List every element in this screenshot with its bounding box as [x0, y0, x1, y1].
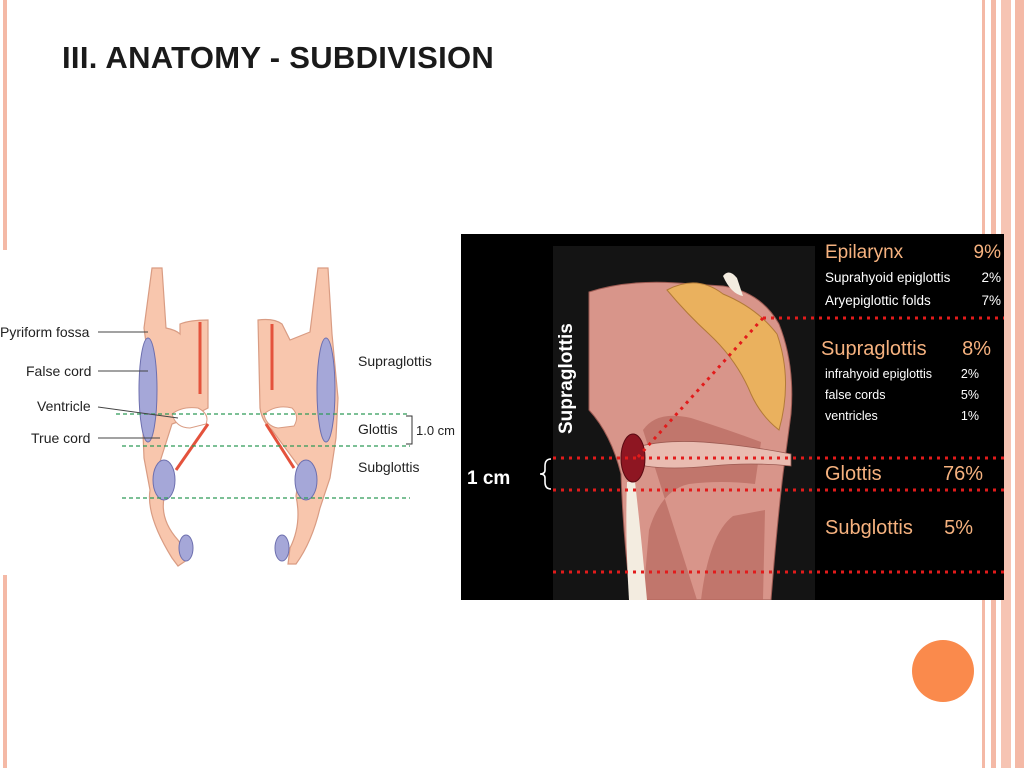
slide-title: III. ANATOMY - SUBDIVISION: [62, 40, 495, 75]
larynx-sagittal-svg: Supraglottis 1 cm Epilarynx 9% Suprahyoi…: [461, 234, 1004, 601]
vertical-supraglottis-label: Supraglottis: [556, 323, 577, 434]
label-ventricle: Ventricle: [37, 398, 91, 414]
larynx-coronal-diagram: Pyriform fossa False cord Ventricle True…: [0, 258, 462, 574]
glottis-name: Glottis: [825, 463, 882, 485]
vocal-fold-shelf: [640, 441, 792, 469]
larynx-sagittal-diagram: Supraglottis 1 cm Epilarynx 9% Suprahyoi…: [461, 234, 1004, 601]
suprahyoid-pct: 2%: [981, 270, 1001, 285]
epilarynx-pct: 9%: [974, 242, 1002, 263]
right-tracheal-ring: [274, 534, 290, 562]
suprahyoid-name: Suprahyoid epiglottis: [825, 270, 951, 285]
subglottis-name: Subglottis: [825, 517, 913, 539]
right-false-cord-cartilage: [316, 337, 336, 443]
label-true-cord: True cord: [31, 430, 90, 446]
aryepiglottic-pct: 7%: [981, 293, 1001, 308]
label-pyriform-fossa: Pyriform fossa: [0, 324, 90, 340]
left-lower-cartilage: [152, 459, 176, 501]
label-subglottis: Subglottis: [358, 459, 419, 475]
glottis-pct: 76%: [943, 463, 983, 485]
supraglottis-name: Supraglottis: [821, 338, 927, 360]
right-ventricle-notch: [263, 406, 298, 429]
ventricles-pct: 1%: [961, 409, 979, 423]
label-measure-1cm: 1.0 cm: [416, 423, 455, 438]
left-false-cord-cartilage: [138, 337, 158, 443]
right-lower-cartilage: [294, 459, 318, 501]
infrahyoid-name: infrahyoid epiglottis: [825, 367, 932, 381]
larynx-coronal-svg: Pyriform fossa False cord Ventricle True…: [0, 267, 455, 567]
left-tracheal-ring: [178, 534, 194, 562]
label-glottis: Glottis: [358, 421, 398, 437]
measure-1cm-label: 1 cm: [467, 468, 510, 489]
epiglottis-tip: [723, 272, 743, 296]
epilarynx-name: Epilarynx: [825, 242, 904, 263]
measure-brace: [539, 458, 552, 490]
aryepiglottic-name: Aryepiglottic folds: [825, 293, 931, 308]
left-ventricle-notch: [171, 407, 208, 429]
infrahyoid-pct: 2%: [961, 367, 979, 381]
ventricle-leader-line: [97, 406, 179, 419]
false-cords-name: false cords: [825, 388, 885, 402]
glottis-bracket: [406, 415, 413, 445]
next-slide-button[interactable]: [912, 640, 974, 702]
supraglottis-pct: 8%: [962, 338, 991, 360]
label-supraglottis: Supraglottis: [358, 353, 432, 369]
left-vocal-muscle: [174, 423, 210, 471]
subglottis-pct: 5%: [944, 517, 973, 539]
ventricles-name: ventricles: [825, 409, 878, 423]
label-false-cord: False cord: [26, 363, 91, 379]
false-cords-pct: 5%: [961, 388, 979, 402]
epiglottis-cartilage: [666, 282, 786, 431]
